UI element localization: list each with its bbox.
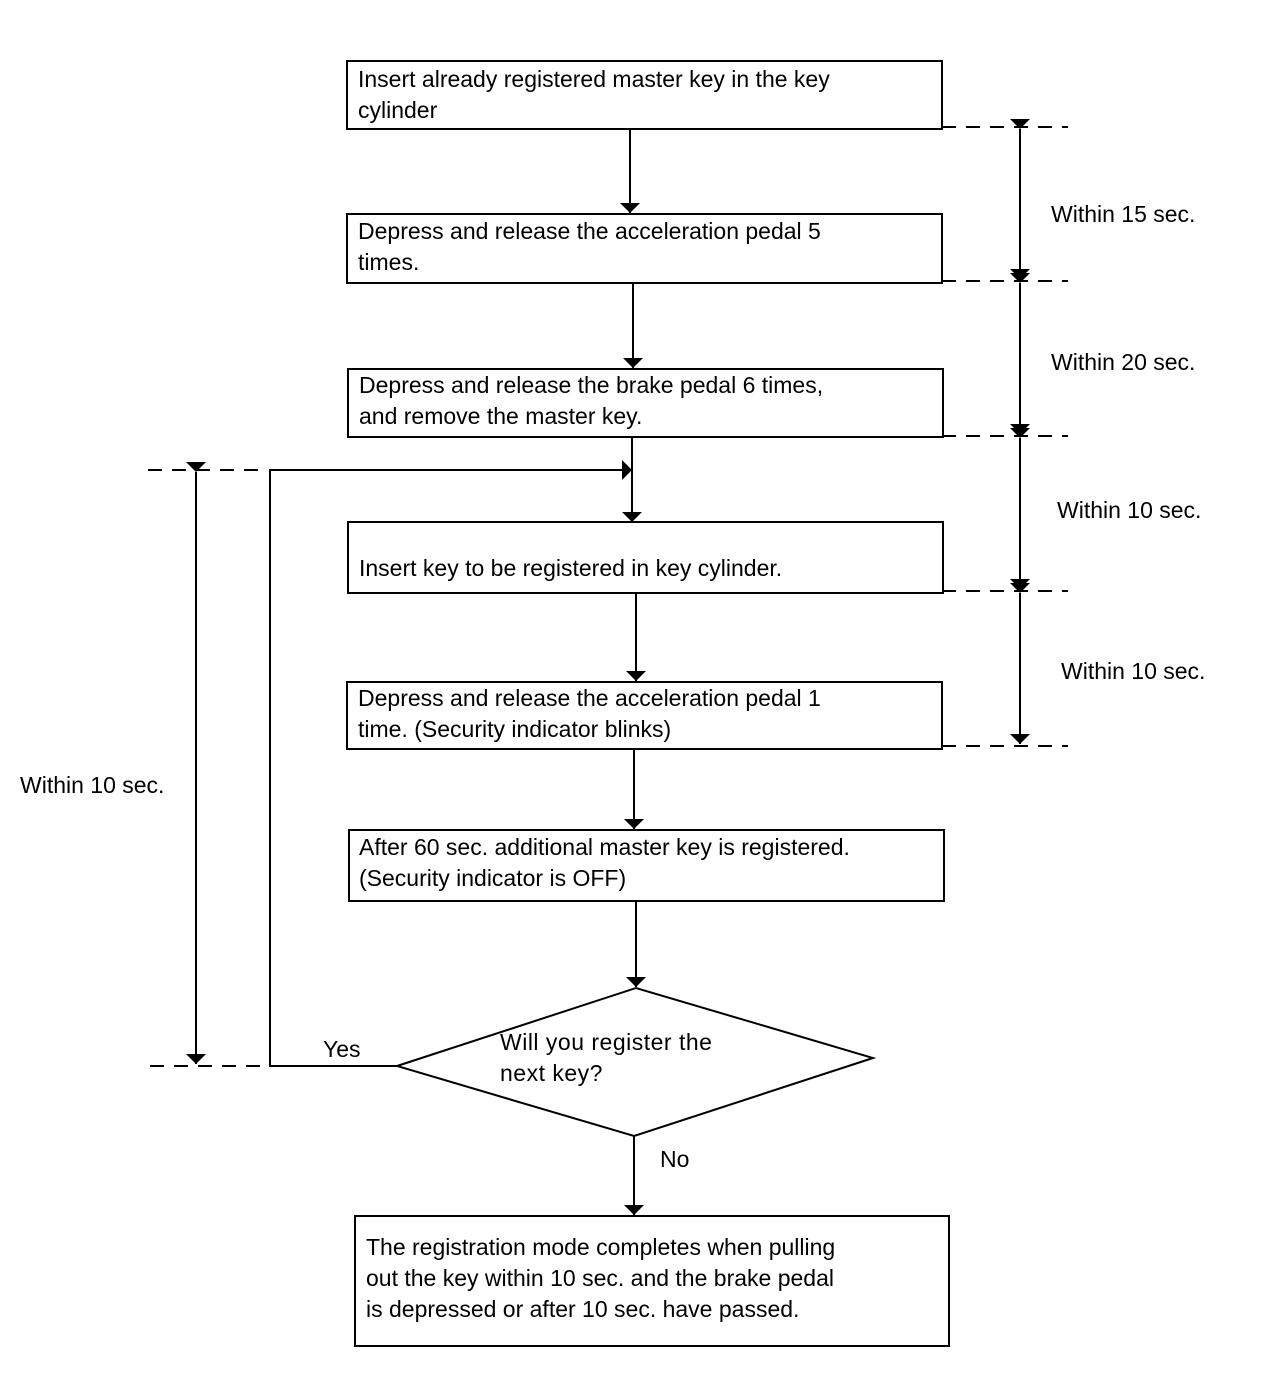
timing-label-loop-10-sec: Within 10 sec.	[20, 772, 165, 798]
step-2-line-2: times.	[358, 249, 420, 275]
step-3-line-2: and remove the master key.	[359, 403, 643, 429]
step-accel-pedal-1-time: Depress and release the acceleration ped…	[346, 681, 943, 750]
step-6-line-2: (Security indicator is OFF)	[359, 865, 627, 891]
decision-question: Will you register the next key?	[500, 1027, 712, 1089]
timing-label-10-sec-b: Within 10 sec.	[1061, 658, 1206, 684]
step-insert-master-key: Insert already registered master key in …	[346, 60, 943, 130]
no-label: No	[660, 1146, 690, 1172]
timing-label-20-sec: Within 20 sec.	[1051, 349, 1196, 375]
yes-label: Yes	[323, 1036, 361, 1062]
timing-label-15-sec: Within 15 sec.	[1051, 201, 1196, 227]
loop-back-arrow	[269, 460, 632, 1067]
step-1-line-2: cylinder	[358, 97, 438, 123]
step-5-line-2: time. (Security indicator blinks)	[358, 716, 672, 742]
timing-dashed-lines	[148, 126, 1068, 1067]
final-line-1: The registration mode completes when pul…	[366, 1234, 836, 1260]
decision-line-1: Will you register the	[500, 1029, 713, 1055]
decision-diamond	[393, 986, 877, 1138]
step-3-line-1: Depress and release the brake pedal 6 ti…	[359, 372, 824, 398]
step-4-line-1: Insert key to be registered in key cylin…	[359, 555, 783, 581]
decision-line-2: next key?	[500, 1060, 603, 1086]
final-registration-complete: The registration mode completes when pul…	[354, 1215, 950, 1347]
step-key-registered: After 60 sec. additional master key is r…	[348, 829, 945, 902]
step-accel-pedal-5-times: Depress and release the acceleration ped…	[346, 213, 943, 284]
step-5-line-1: Depress and release the acceleration ped…	[358, 685, 821, 711]
timing-label-10-sec-a: Within 10 sec.	[1057, 497, 1202, 523]
step-insert-new-key: Insert key to be registered in key cylin…	[347, 521, 944, 594]
step-6-line-1: After 60 sec. additional master key is r…	[359, 834, 850, 860]
final-line-2: out the key within 10 sec. and the brake…	[366, 1265, 834, 1291]
step-1-line-1: Insert already registered master key in …	[358, 66, 830, 92]
step-brake-pedal-6-times: Depress and release the brake pedal 6 ti…	[347, 368, 944, 438]
step-2-line-1: Depress and release the acceleration ped…	[358, 218, 821, 244]
final-line-3: is depressed or after 10 sec. have passe…	[366, 1296, 800, 1322]
